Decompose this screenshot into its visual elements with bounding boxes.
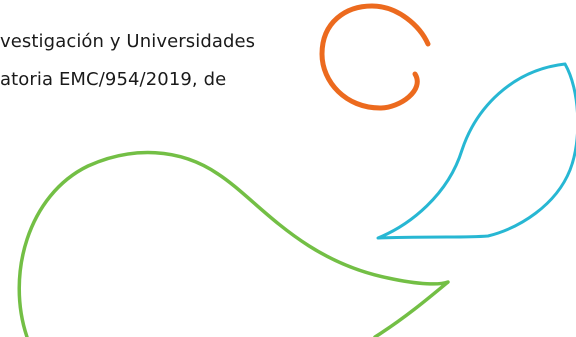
green-arc bbox=[17, 150, 450, 337]
document-line-1: vestigación y Universidades bbox=[0, 31, 256, 52]
document-line-2: atoria EMC/954/2019, de bbox=[0, 69, 227, 90]
cyan-leaf bbox=[376, 62, 576, 240]
orange-arc bbox=[319, 3, 431, 111]
